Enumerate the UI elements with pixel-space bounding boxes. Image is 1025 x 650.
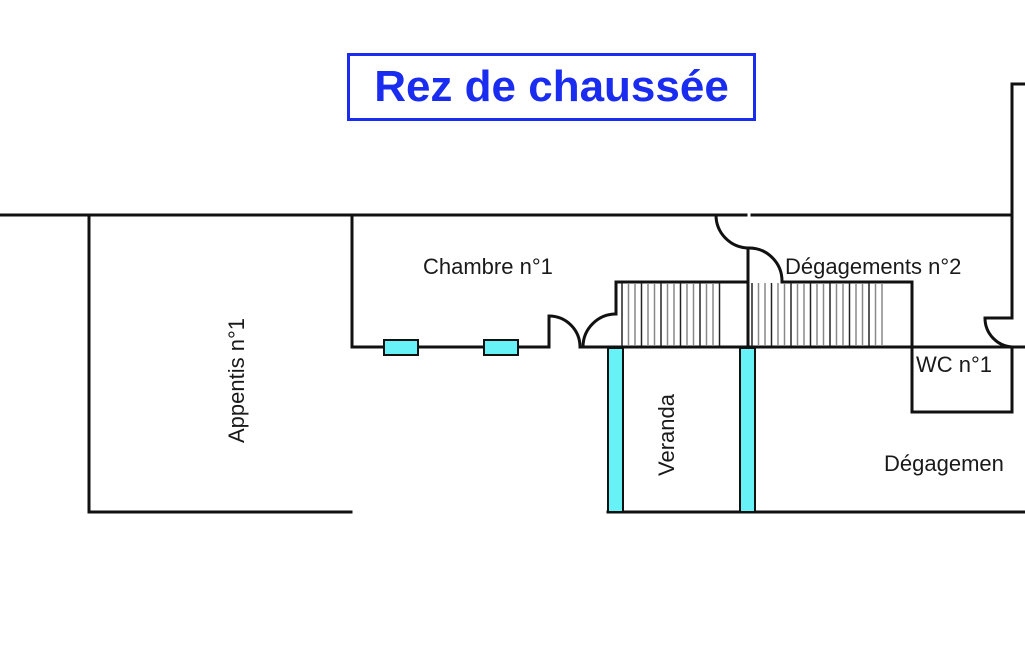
room-label-chambre: Chambre n°1	[423, 254, 553, 279]
room-label-degagement: Dégagemen	[884, 451, 1004, 476]
stairs-hatch-left	[621, 283, 721, 346]
floor-title: Rez de chaussée	[374, 62, 729, 111]
veranda-window-right	[739, 347, 756, 513]
degagement-door-swing	[747, 246, 784, 283]
room-label-degagements-2: Dégagements n°2	[785, 254, 961, 279]
wc-door-swing	[983, 316, 1014, 349]
room-label-appentis: Appentis n°1	[224, 318, 249, 443]
stairs-hatch-right	[751, 283, 883, 346]
veranda-window-left	[607, 347, 624, 513]
chambre-window-2	[483, 339, 519, 356]
room-label-wc: WC n°1	[916, 352, 992, 377]
chambre-window-1	[383, 339, 419, 356]
veranda-door-swing	[581, 312, 618, 349]
entry-door-swing	[714, 213, 751, 250]
floor-title-box: Rez de chaussée	[347, 53, 756, 121]
chambre-door-swing	[547, 314, 582, 349]
room-label-veranda: Veranda	[654, 393, 679, 476]
